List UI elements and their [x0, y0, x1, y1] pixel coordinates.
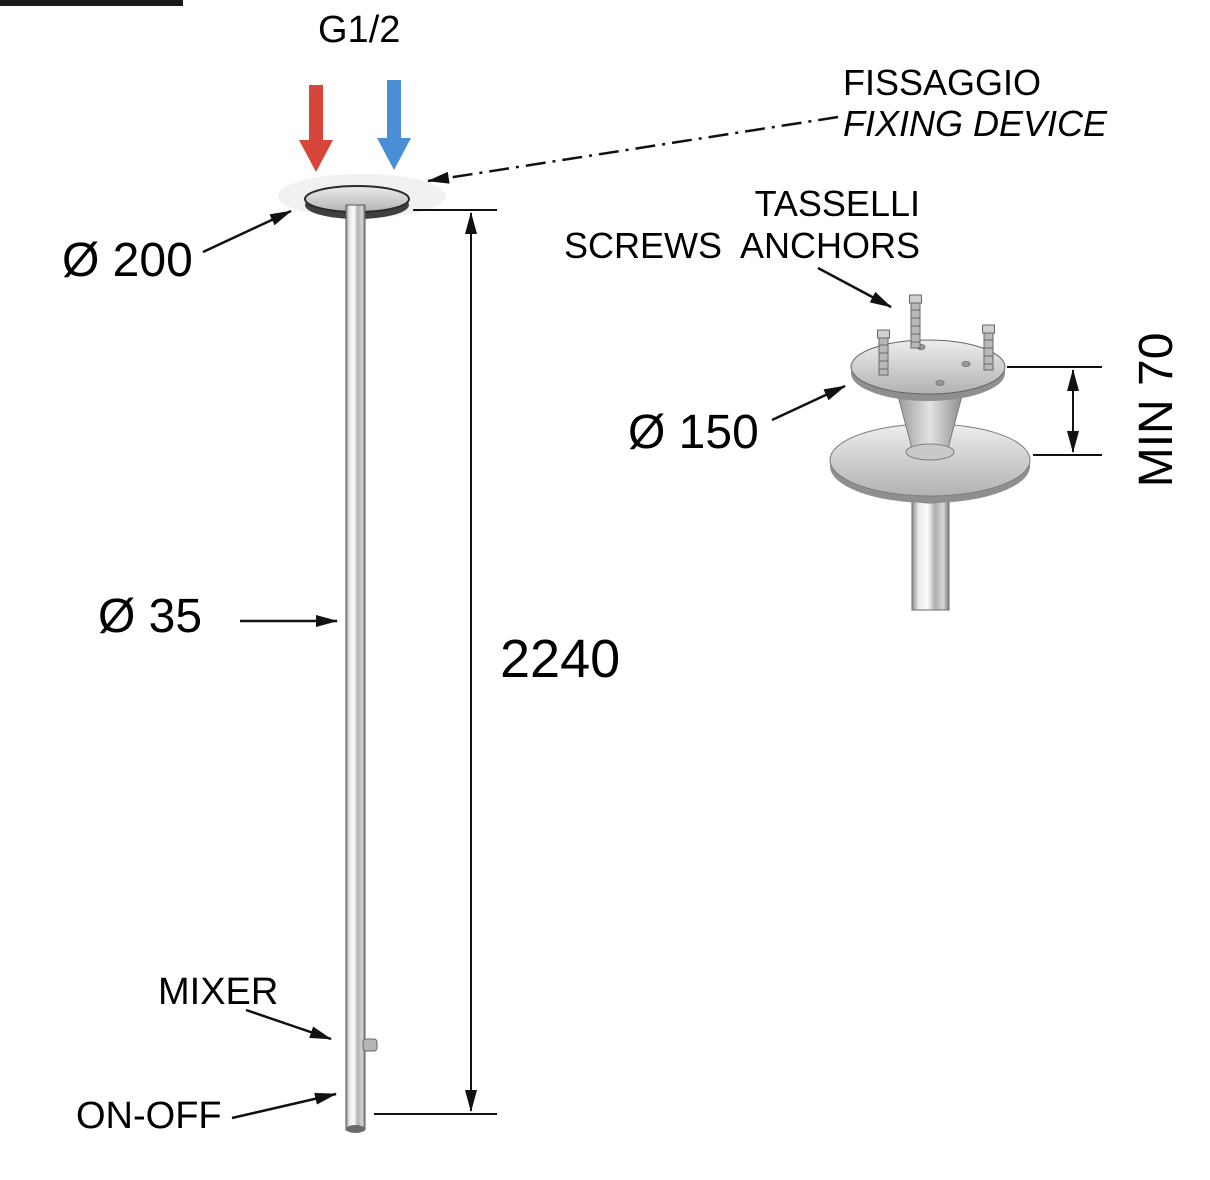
shower-column-group: [278, 174, 446, 1133]
mixer-knob: [362, 1038, 378, 1052]
fixing-device-render: [829, 294, 1031, 611]
fixing-device-label-en: FIXING DEVICE: [843, 103, 1108, 144]
anchors-label-it: TASSELLI: [754, 183, 920, 224]
arrow-anchors: [817, 266, 892, 309]
column-height-label: 2240: [500, 629, 621, 689]
cropped-header-artifact: [0, 0, 183, 6]
plate-diameter-label: Ø 150: [628, 406, 759, 459]
mixer-label: MIXER: [158, 971, 279, 1013]
min-clearance-label: MIN 70: [1130, 332, 1184, 488]
arrow-plate-diameter: [771, 384, 846, 422]
dimension-min70: [1007, 366, 1102, 456]
fixing-device-label-it: FISSAGGIO: [843, 62, 1042, 103]
cold-water-arrow: [377, 80, 411, 170]
dimension-2240: [374, 209, 497, 1115]
column-bottom-cap: [346, 1125, 365, 1133]
cone-base-collar: [905, 443, 955, 461]
fixing-leader-line: [427, 115, 839, 184]
plate-hole-2: [935, 380, 945, 386]
device-pipe: [911, 491, 950, 611]
anchor-screw-2: [877, 329, 890, 376]
anchor-screw-3: [982, 324, 995, 371]
plate-hole-3: [961, 361, 971, 367]
column-diameter-label: Ø 35: [98, 590, 203, 643]
shower-column: [345, 204, 366, 1131]
thread-size-label: G1/2: [318, 9, 401, 51]
arrow-flange-diameter: [202, 209, 292, 254]
anchors-label-en: SCREWS ANCHORS: [563, 225, 920, 266]
hot-water-arrow: [299, 85, 333, 172]
arrow-on-off: [231, 1092, 337, 1120]
anchor-screw-1: [909, 294, 922, 349]
flange-diameter-label: Ø 200: [62, 234, 193, 287]
supply-arrows: [299, 80, 411, 172]
callout-arrows: [202, 209, 892, 1120]
mounting-plate: [850, 339, 1006, 395]
on-off-label: ON-OFF: [76, 1095, 222, 1137]
arrow-mixer: [245, 1008, 332, 1041]
